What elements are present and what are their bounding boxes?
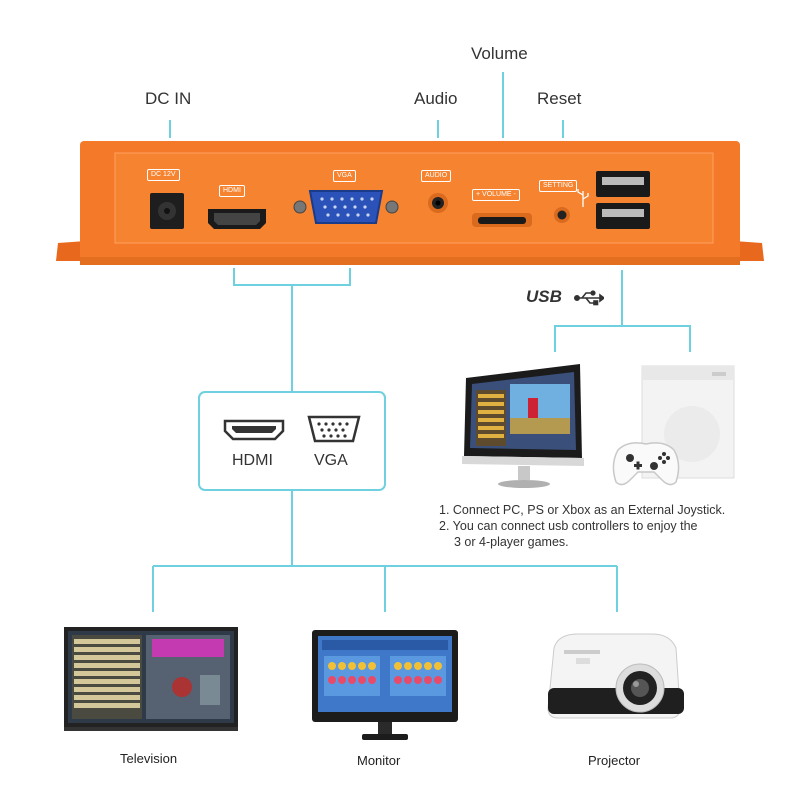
usb-symbol-icon (574, 290, 604, 306)
hdmi-port-icon (208, 209, 266, 229)
television-icon (64, 627, 238, 731)
port-label-dc: DC 12V (147, 169, 180, 181)
television-caption: Television (120, 751, 178, 766)
projector-caption: Projector (588, 753, 641, 768)
port-label-vga: VGA (333, 170, 356, 182)
note-line-2: 2. You can connect usb controllers to en… (439, 519, 698, 533)
monitor-icon (312, 630, 458, 740)
dc-jack-icon (150, 193, 184, 229)
output-hdmi-label: HDMI (232, 452, 273, 469)
dc-in-label: DC IN (145, 89, 192, 108)
volume-wheel-icon (472, 213, 532, 227)
monitor-caption: Monitor (357, 753, 401, 768)
game-console-box (56, 141, 764, 265)
xbox-controller-icon (612, 442, 680, 486)
reset-label: Reset (537, 89, 582, 108)
audio-jack-icon (428, 193, 448, 213)
hdmi-icon (223, 419, 285, 441)
projector-icon (547, 633, 684, 719)
volume-label: Volume (471, 44, 528, 63)
vga-port-icon (293, 190, 399, 224)
usb-label: USB (526, 287, 562, 306)
note-line-3: 3 or 4-player games. (454, 535, 569, 549)
note-line-1: 1. Connect PC, PS or Xbox as an External… (439, 503, 726, 517)
usb-ports-icon (596, 171, 650, 229)
reset-button-icon (554, 207, 570, 223)
port-label-volume: + VOLUME - (472, 189, 520, 201)
audio-label: Audio (414, 89, 458, 108)
pc-monitor-icon (462, 364, 584, 488)
port-label-hdmi: HDMI (219, 185, 245, 197)
output-vga-label: VGA (314, 452, 348, 469)
usb-symbol-small-icon (577, 189, 589, 207)
port-label-setting: SETTING (539, 180, 578, 192)
port-label-audio: AUDIO (421, 170, 452, 182)
vga-icon (307, 415, 361, 443)
